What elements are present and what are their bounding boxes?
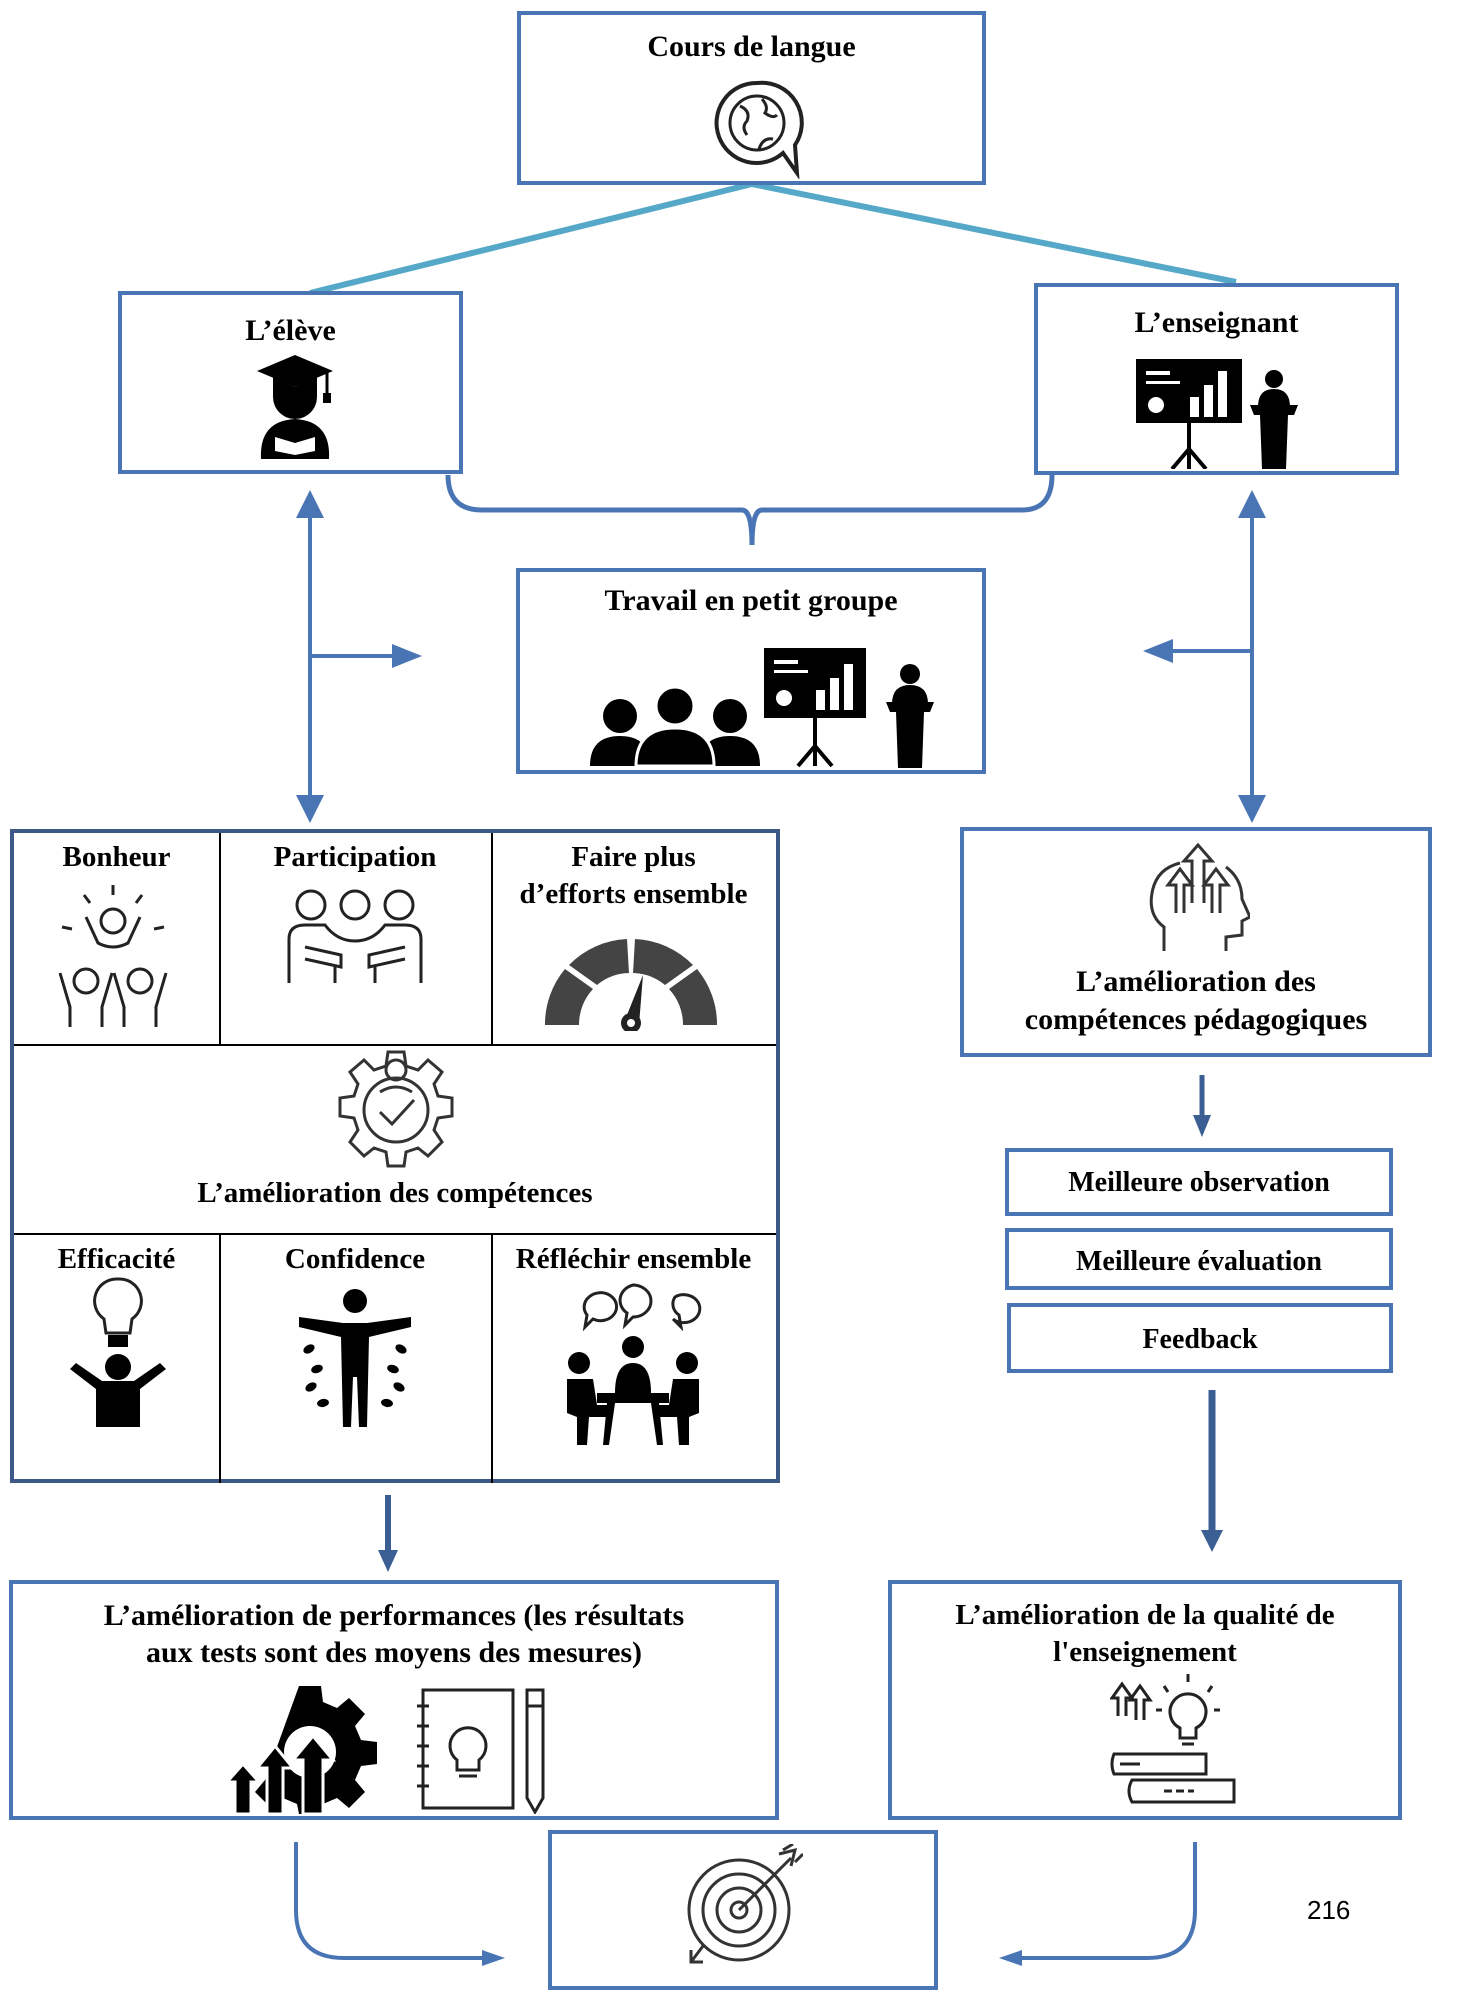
teaching-skills-line1: L’amélioration des [1076,965,1316,998]
group-work-box: Travail en petit groupe [516,568,986,774]
evaluation-label: Meilleure évaluation [1076,1246,1322,1277]
effort-label-line1: Faire plus [571,841,696,873]
feedback-box: Feedback [1007,1303,1393,1373]
speedometer-gauge-icon [544,939,718,1031]
person-lightbulb-icon [70,1277,166,1427]
teaching-skills-line2: compétences pédagogiques [1024,1003,1368,1036]
student-double-arrow [296,490,422,823]
presentation-board-icon [1136,359,1298,469]
cheering-people-icon [58,885,168,1027]
head-arrows-up-icon [1149,843,1250,951]
course-box: Cours de langue [517,11,986,185]
performance-line2: aux tests sont des moyens des mesures) [145,1636,643,1669]
student-outcomes-grid: Bonheur Participation [10,829,780,1483]
feedback-label: Feedback [1142,1324,1258,1355]
quality-line1: L’amélioration de la qualité de [955,1599,1335,1631]
student-box: L’élève [118,291,463,474]
goal-arrowhead-left [482,1950,505,1966]
goal-connectors [294,1842,1197,1960]
effort-label-line2: d’efforts ensemble [519,878,748,910]
globe-speech-bubble-icon [714,80,804,179]
course-split-connector [309,181,1237,296]
people-embracing-icon [287,889,423,983]
group-work-title: Travail en petit groupe [604,584,898,617]
page-number: 216 [1307,1895,1351,1925]
teaching-skills-box: L’amélioration des compétences pédagogiq… [960,827,1432,1057]
goal-box [548,1830,938,1990]
books-lightbulb-icon [1110,1674,1236,1804]
down-arrows [378,1075,1223,1572]
effort-cell: Faire plus d’efforts ensemble [491,833,776,1046]
happiness-cell: Bonheur [14,833,221,1046]
reflect-label: Réfléchir ensemble [515,1243,752,1275]
reflect-cell: Réfléchir ensemble [491,1233,776,1483]
teacher-double-arrow [1143,490,1266,823]
goal-arrowhead-right [999,1950,1022,1966]
observation-label: Meilleure observation [1068,1167,1330,1198]
teacher-title: L’enseignant [1134,306,1299,339]
graduate-student-icon [257,355,333,459]
gear-person-check-icon [338,1050,454,1168]
target-arrow-icon [687,1844,803,1964]
quality-line2: l'enseignement [1053,1636,1237,1668]
confidence-cell: Confidence [219,1233,493,1483]
student-title: L’élève [245,314,336,347]
teaching-quality-box: L’amélioration de la qualité de l'enseig… [888,1580,1402,1820]
skills-cell: L’amélioration des compétences [14,1044,776,1235]
person-laurels-icon [299,1289,411,1427]
efficiency-cell: Efficacité [14,1233,221,1483]
brace-connector [445,474,1055,546]
efficiency-label: Efficacité [57,1243,176,1275]
evaluation-box: Meilleure évaluation [1005,1228,1393,1290]
meeting-table-icon [567,1283,702,1445]
group-people-icon [590,686,760,766]
performance-line1: L’amélioration de performances (les résu… [103,1599,685,1632]
skills-label: L’amélioration des compétences [197,1177,593,1209]
observation-box: Meilleure observation [1005,1148,1393,1216]
participation-cell: Participation [219,833,493,1046]
teacher-box: L’enseignant [1034,283,1399,475]
presentation-board-icon [764,648,934,768]
gear-arrows-notebook-icon [227,1686,545,1814]
participation-label: Participation [273,841,437,873]
confidence-label: Confidence [284,1243,426,1275]
performance-box: L’amélioration de performances (les résu… [9,1580,779,1820]
course-title: Cours de langue [647,30,856,63]
happiness-label: Bonheur [62,841,171,873]
